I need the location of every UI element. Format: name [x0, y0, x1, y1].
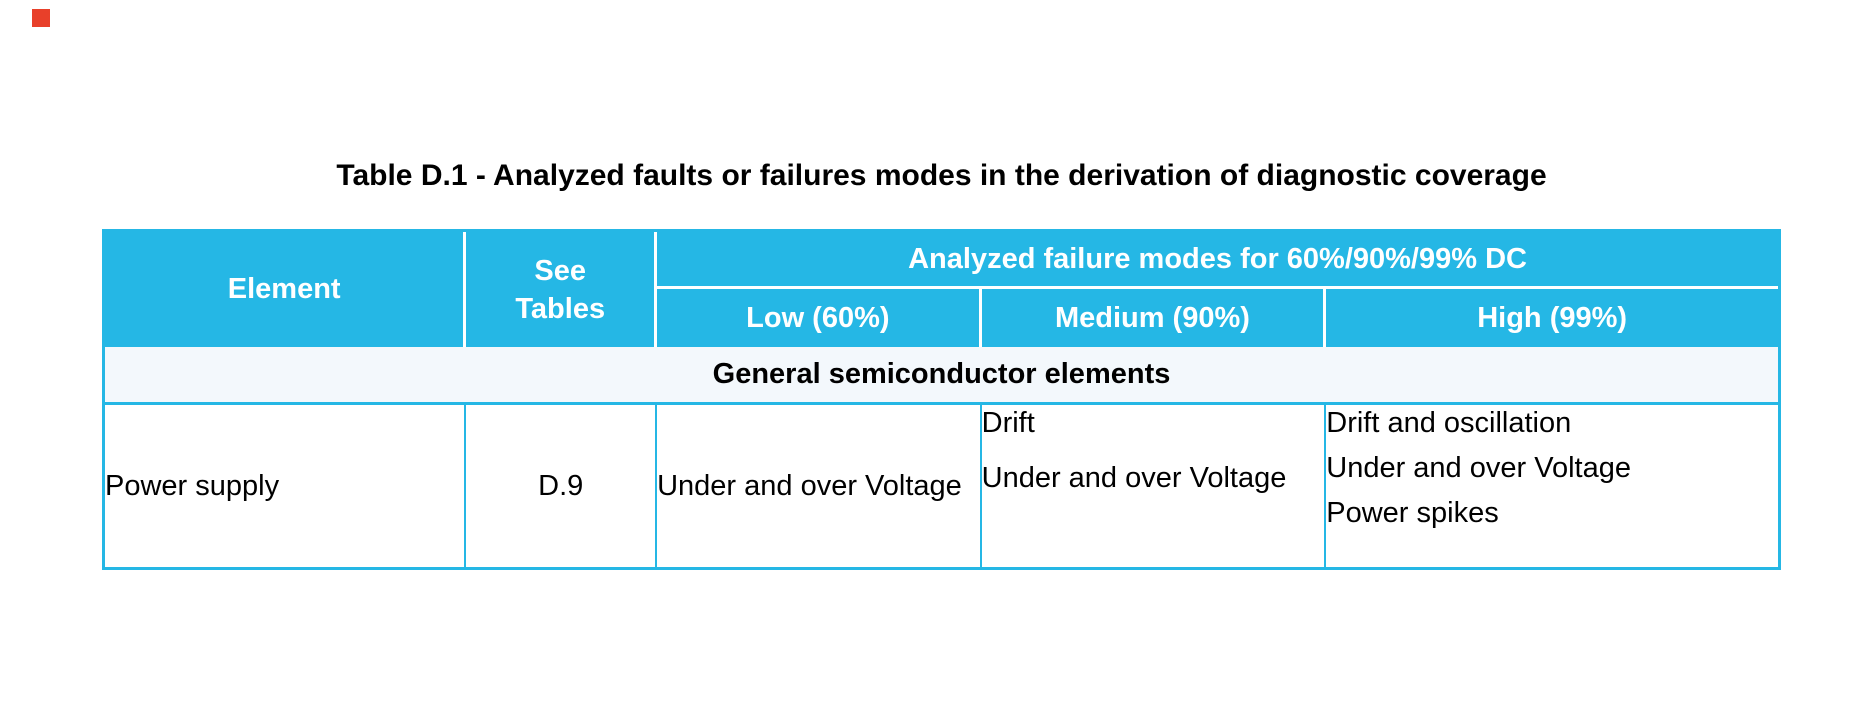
cell-element: Power supply — [105, 405, 467, 567]
header-cell-analyzed-failure-modes: Analyzed failure modes for 60%/90%/99% D… — [657, 232, 1778, 289]
header-cell-medium: Medium (90%) — [981, 289, 1327, 347]
header-cell-element: Element — [105, 232, 467, 347]
failure-mode-item: Power spikes — [1326, 497, 1499, 529]
section-row-general-semiconductor: General semiconductor elements — [105, 347, 1778, 405]
cell-see-tables: D.9 — [466, 405, 658, 567]
failure-mode-item: Under and over Voltage — [1326, 452, 1631, 484]
header-cell-see-tables: See Tables — [466, 232, 658, 347]
red-marker — [32, 9, 50, 27]
failure-mode-list-low: Under and over Voltage — [657, 468, 980, 505]
header-cell-high: High (99%) — [1326, 289, 1778, 347]
table-title: Table D.1 - Analyzed faults or failures … — [336, 159, 1547, 192]
diagnostic-coverage-table: Element See Tables Analyzed failure mode… — [102, 229, 1781, 570]
failure-mode-item: Drift and oscillation — [1326, 407, 1572, 439]
table-row: Power supply D.9 Under and over Voltage … — [105, 405, 1778, 567]
cell-low-failure-modes: Under and over Voltage — [657, 405, 982, 567]
failure-mode-item: Under and over Voltage — [657, 469, 962, 502]
failure-mode-item: Drift — [981, 407, 1035, 439]
failure-mode-item: Under and over Voltage — [981, 462, 1287, 494]
header-cell-low: Low (60%) — [657, 289, 982, 347]
